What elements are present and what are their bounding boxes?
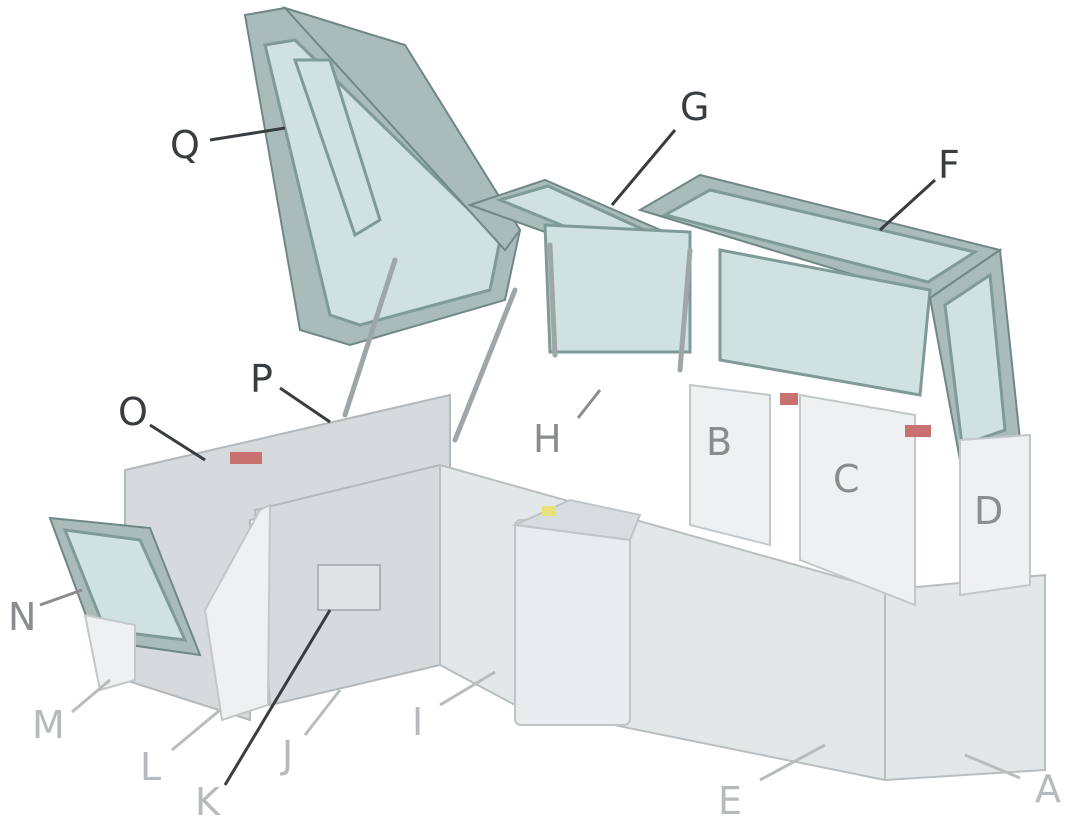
leader-h bbox=[576, 389, 602, 419]
callout-p: P bbox=[250, 357, 273, 401]
callout-d: D bbox=[974, 489, 1003, 533]
top-frame-g bbox=[466, 178, 692, 354]
leader-e bbox=[759, 743, 826, 782]
callout-l: L bbox=[140, 745, 161, 789]
callout-b: B bbox=[706, 420, 732, 464]
gas-struts bbox=[342, 242, 693, 443]
leader-p bbox=[279, 386, 331, 424]
top-frame-f bbox=[637, 173, 1022, 462]
callout-k: K bbox=[195, 780, 221, 820]
callout-q: Q bbox=[170, 123, 200, 167]
callout-c: C bbox=[833, 457, 860, 501]
callout-g: G bbox=[680, 85, 709, 129]
leader-i bbox=[439, 670, 496, 707]
callout-m: M bbox=[32, 703, 65, 747]
leader-m bbox=[71, 678, 111, 714]
callout-o: O bbox=[118, 390, 148, 434]
leader-l bbox=[171, 708, 221, 752]
leader-lines bbox=[39, 126, 1021, 786]
leader-n bbox=[39, 588, 83, 607]
leader-a bbox=[964, 753, 1021, 780]
callout-j: J bbox=[280, 733, 293, 777]
leader-k bbox=[223, 609, 332, 786]
lid-q bbox=[243, 5, 522, 347]
enclosure-body bbox=[48, 383, 1046, 782]
callout-h: H bbox=[533, 417, 562, 461]
callout-f: F bbox=[938, 143, 960, 187]
leader-j bbox=[303, 689, 342, 736]
callout-n: N bbox=[8, 595, 36, 639]
leader-o bbox=[149, 423, 206, 462]
callout-labels: Q G F P O H B C D N M L K J I E A bbox=[8, 85, 1061, 820]
leader-f bbox=[878, 178, 937, 232]
leader-g bbox=[610, 129, 677, 206]
callout-a: A bbox=[1035, 767, 1061, 811]
callout-i: I bbox=[412, 700, 423, 744]
callout-e: E bbox=[718, 779, 742, 820]
leader-q bbox=[209, 126, 286, 142]
